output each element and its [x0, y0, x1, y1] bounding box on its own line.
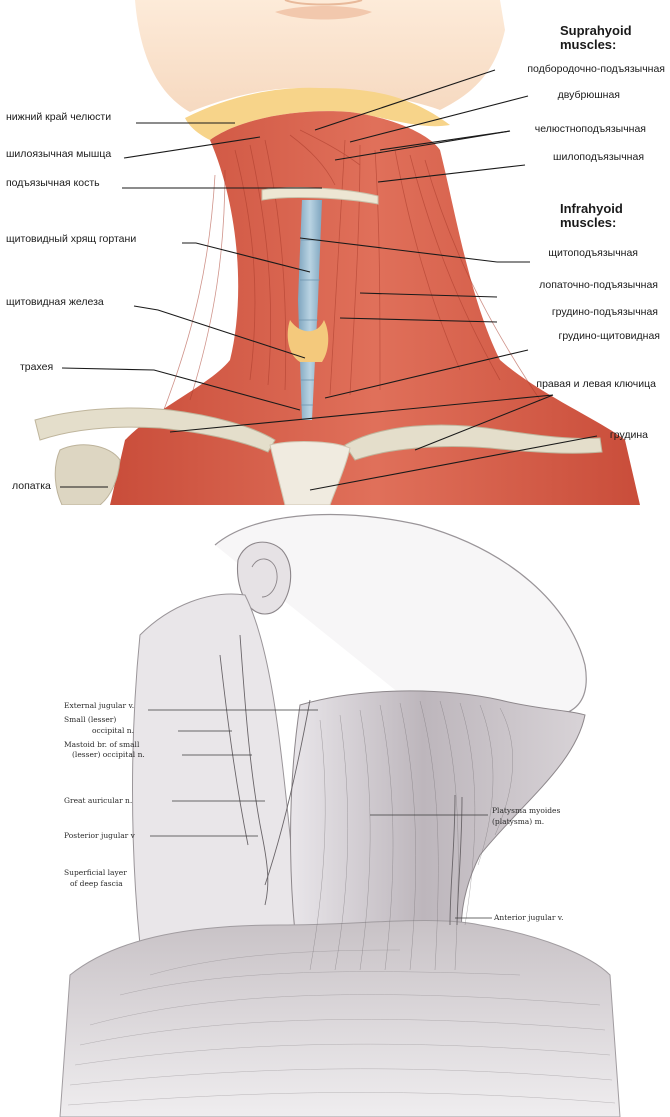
- thyroid-gland: [287, 320, 329, 362]
- neck-muscles-drawing: [34, 0, 640, 505]
- label-external-jugular: External jugular v.: [64, 701, 135, 710]
- suprahyoid-heading: Suprahyoid muscles:: [560, 24, 632, 52]
- label-clavicles: правая и левая ключица: [536, 378, 656, 390]
- ear-inner: [251, 558, 278, 598]
- platysma-hatching: [309, 700, 513, 971]
- label-trachea: трахея: [20, 361, 54, 373]
- label-digastric: двубрюшная: [557, 89, 620, 101]
- shoulder-base: [59, 920, 621, 1117]
- label-platysma-myoides: Platysma myoides: [492, 806, 561, 815]
- label-sternohyoid: грудино-подъязычная: [551, 306, 658, 318]
- lips: [275, 6, 372, 20]
- scapula: [54, 444, 121, 505]
- label-thyroid-gland: щитовидная железа: [6, 296, 104, 308]
- label-styloglossus: шилоязычная мышца: [6, 148, 112, 160]
- base-hatching: [67, 949, 616, 1106]
- ear: [236, 541, 292, 615]
- neck-engraving-drawing: [59, 514, 621, 1117]
- label-geniohyoid: подбородочно-подъязычная: [527, 63, 665, 75]
- back-neck: [132, 593, 301, 950]
- trachea: [298, 200, 322, 420]
- jaw-line: [185, 87, 450, 140]
- neck-muscles-illustration: Suprahyoid muscles: Infrahyoid muscles: …: [0, 0, 670, 505]
- nose-base: [284, 0, 363, 6]
- label-lower-jaw-edge: нижний край челюсти: [6, 111, 112, 123]
- chin-skin: [135, 0, 505, 112]
- bottom-leader-lines: [148, 709, 492, 919]
- label-platysma-m: (platysma) m.: [492, 817, 545, 826]
- sternum: [269, 441, 351, 505]
- veins-nerves: [219, 634, 463, 926]
- label-sternothyroid: грудино-щитовидная: [558, 330, 660, 342]
- label-sternum: грудина: [609, 429, 648, 441]
- left-clavicle: [34, 407, 276, 453]
- label-small-lesser: Small (lesser): [64, 715, 117, 724]
- label-superficial-layer: Superficial layer: [64, 868, 127, 877]
- label-mylohyoid: челюстноподъязычная: [534, 123, 646, 135]
- top-leader-lines: [60, 69, 598, 491]
- infrahyoid-heading-line1: Infrahyoid: [560, 201, 623, 216]
- label-posterior-jugular: Posterior jugular v: [64, 831, 135, 840]
- suprahyoid-heading-line2: muscles:: [560, 37, 617, 52]
- label-deep-fascia: of deep fascia: [70, 879, 123, 888]
- label-omohyoid: лопаточно-подъязычная: [539, 279, 658, 291]
- infrahyoid-heading: Infrahyoid muscles:: [560, 202, 623, 230]
- suprahyoid-heading-line1: Suprahyoid: [560, 23, 632, 38]
- label-anterior-jugular: Anterior jugular v.: [494, 913, 564, 922]
- label-mastoid-br: Mastoid br. of small: [64, 740, 140, 749]
- label-scapula: лопатка: [12, 480, 51, 492]
- label-stylohyoid: шилоподъязычная: [553, 151, 644, 163]
- neck-engraving-illustration: External jugular v. Small (lesser) occip…: [0, 505, 670, 1117]
- label-thyrohyoid: щитоподъязычная: [548, 247, 638, 259]
- label-thyroid-cartilage: щитовидный хрящ гортани: [6, 233, 137, 245]
- label-lesser-occipital: (lesser) occipital n.: [72, 750, 145, 759]
- right-clavicle: [344, 424, 603, 461]
- label-hyoid-bone: подъязычная кость: [6, 177, 100, 189]
- label-occipital-n: occipital n.: [92, 726, 134, 735]
- label-great-auricular: Great auricular n.: [64, 796, 133, 805]
- infrahyoid-heading-line2: muscles:: [560, 215, 617, 230]
- neck-mass: [110, 111, 640, 505]
